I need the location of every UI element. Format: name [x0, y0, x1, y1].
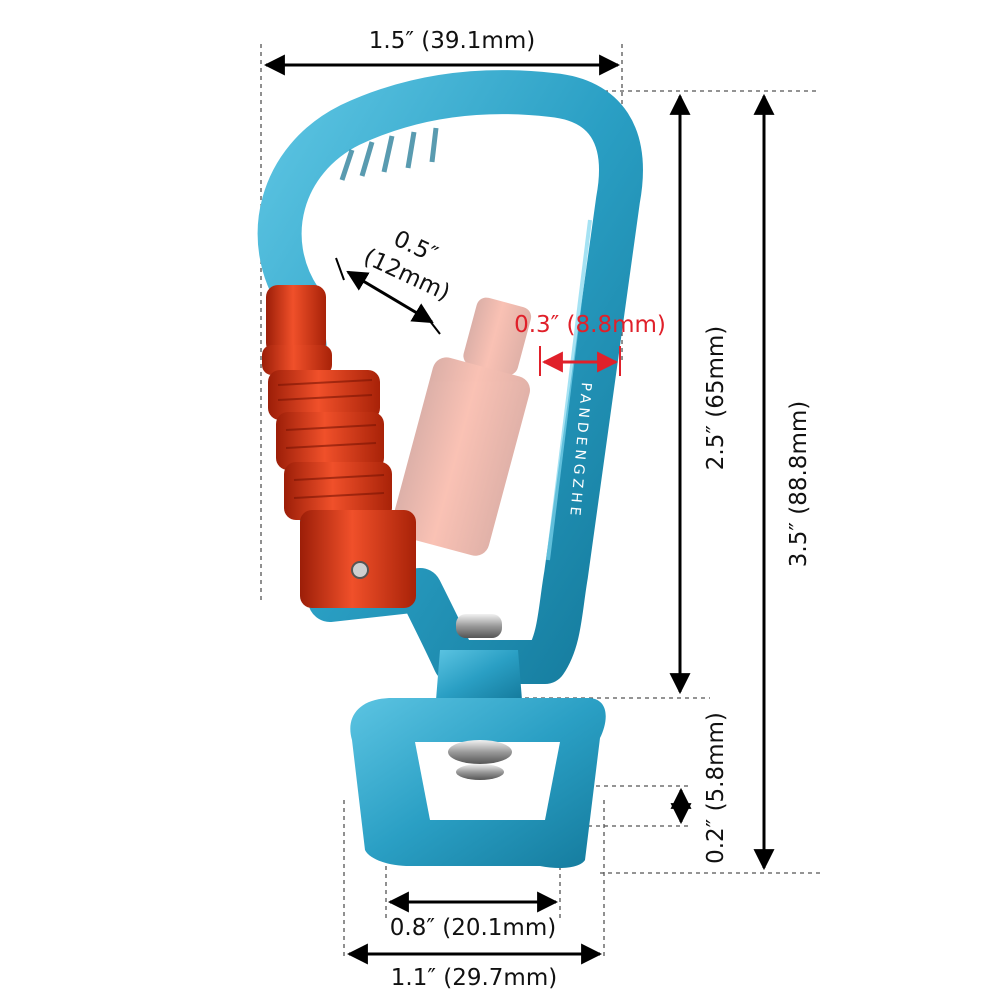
locking-gate: [262, 285, 416, 608]
dimension-arrows: [263, 54, 775, 965]
label-swivel-outer-width: 1.1″ (29.7mm): [391, 965, 557, 991]
label-spine-thickness: 0.3″ (8.8mm): [514, 312, 666, 338]
label-swivel-height: 0.2″ (5.8mm): [703, 712, 729, 864]
label-body-length: 2.5″ (65mm): [703, 326, 729, 471]
gate-open-ghost: [391, 297, 532, 556]
label-width-top: 1.5″ (39.1mm): [369, 28, 535, 54]
spine-thickness-arrow: [539, 346, 621, 376]
label-total-length: 3.5″ (88.8mm): [786, 401, 812, 567]
label-swivel-inner-width: 0.8″ (20.1mm): [390, 915, 556, 941]
swivel-eye: [350, 614, 606, 868]
